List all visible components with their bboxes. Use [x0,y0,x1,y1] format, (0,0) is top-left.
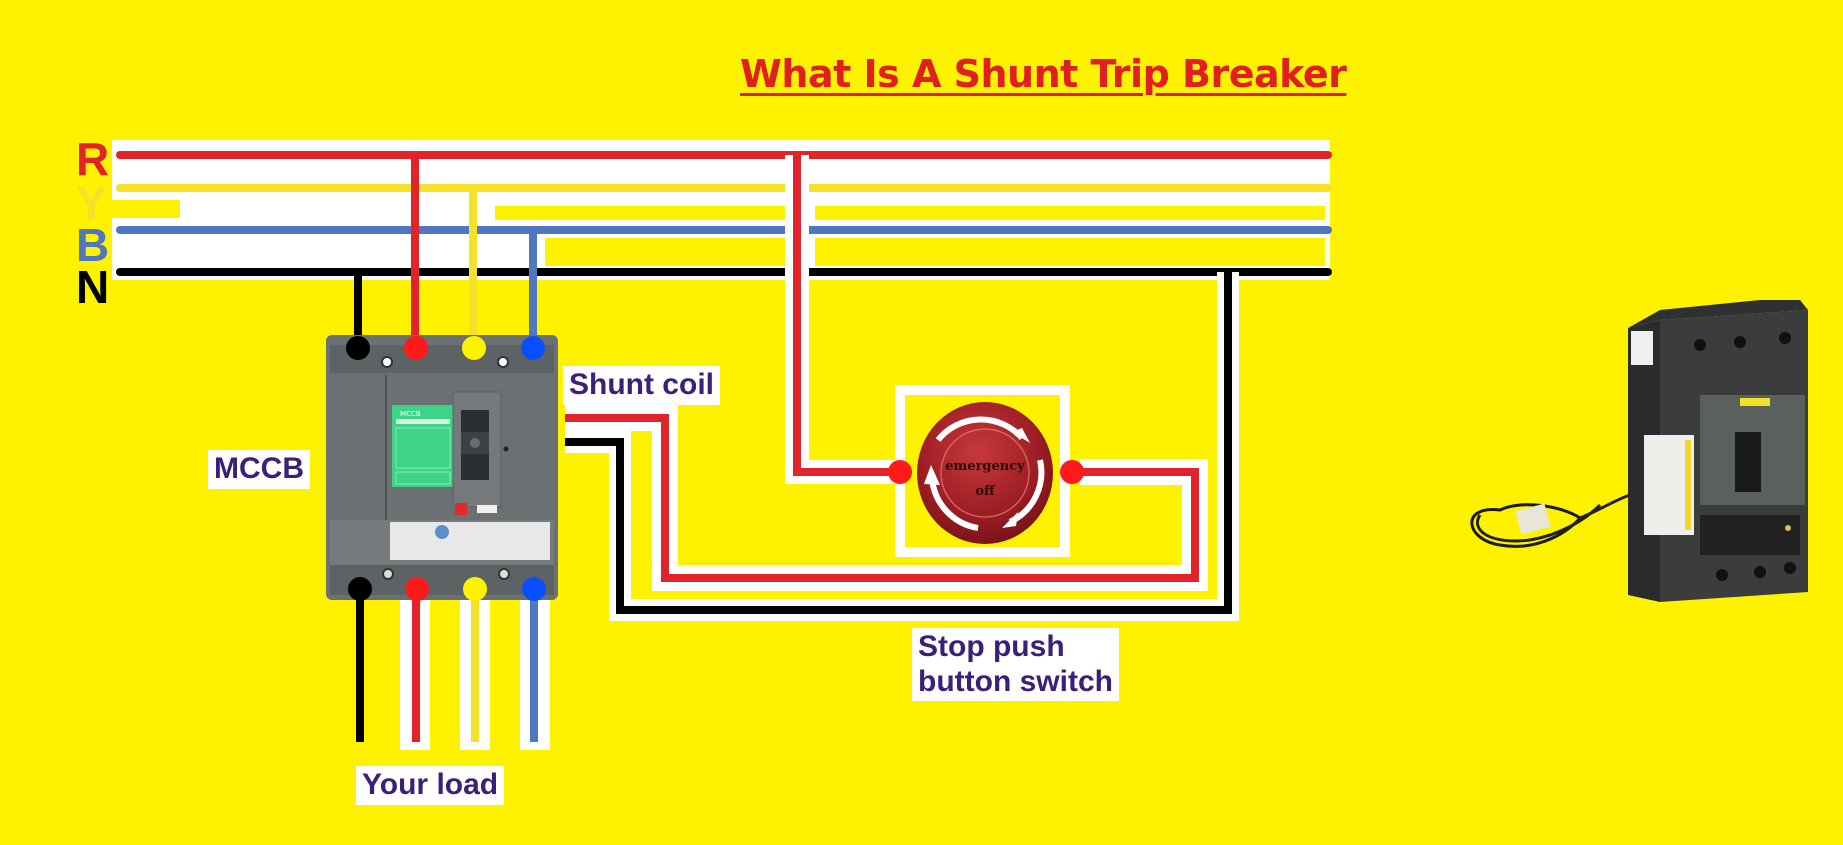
terminal-top-r [404,336,428,360]
mccb-label: MCCB [208,450,310,489]
terminal-bottom-y [463,577,487,601]
stop-switch-label-line2: button switch [918,664,1113,698]
load-label: Your load [356,766,505,805]
shunt-trip-breaker-photo [1470,300,1808,602]
stop-switch-label-line1: Stop push [918,630,1065,663]
phase-label-b: B [76,219,110,271]
terminal-top-y [462,336,486,360]
breaker-handle [1735,432,1761,492]
shunt-coil-neutral-wire [565,272,1232,614]
rotate-arrow-icon [935,416,1025,442]
terminal-bottom-r [405,577,429,601]
emergency-stop-button[interactable]: emergency off [917,402,1053,544]
mccb-device: MCCB [326,335,558,601]
phase-label-y: Y [76,177,107,229]
shunt-coil-label: Shunt coil [563,366,720,405]
mccb-trip-unit [390,522,550,560]
terminal-bottom-b [522,577,546,601]
supply-to-switch-wire [793,155,900,476]
terminal-top-b [521,336,545,360]
mccb-test-button[interactable] [455,503,467,515]
terminal-bottom-n [348,577,372,601]
button-text-line1: emergency [945,459,1025,474]
phase-label-r: R [76,133,110,185]
page-title: What Is A Shunt Trip Breaker [740,52,1347,96]
switch-terminal-left [888,460,912,484]
button-text-line2: off [975,484,996,499]
shunt-coil-return-wire [565,414,1199,582]
switch-terminal-right [1060,460,1084,484]
stop-switch-label: Stop push button switch [912,628,1119,701]
phase-label-n: N [76,261,110,313]
mccb-nameplate [392,405,454,487]
mccb-nameplate-text: MCCB [400,410,421,418]
terminal-top-n [346,336,370,360]
